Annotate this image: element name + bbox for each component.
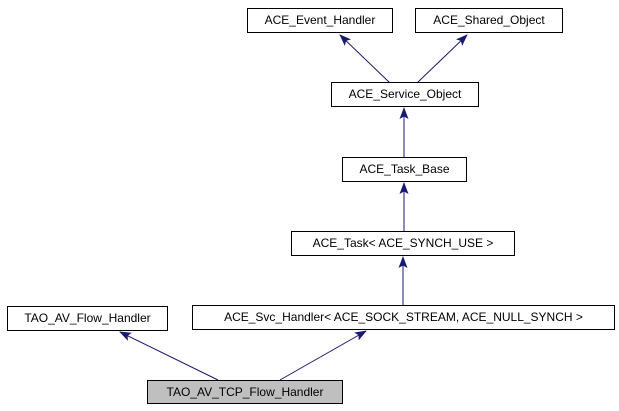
class-node-ace-svc-handler[interactable]: ACE_Svc_Handler< ACE_SOCK_STREAM, ACE_NU… (192, 305, 615, 330)
edge-tcp-to-flow-handler (119, 331, 219, 381)
class-node-ace-task-synch-use[interactable]: ACE_Task< ACE_SYNCH_USE > (291, 231, 515, 256)
edge-service-to-shared-object (416, 34, 468, 84)
class-node-ace-service-object[interactable]: ACE_Service_Object (331, 82, 479, 107)
class-node-tao-av-tcp-flow-handler-current: TAO_AV_TCP_Flow_Handler (147, 380, 343, 404)
edge-tcp-to-svchandler (279, 330, 367, 381)
class-node-tao-av-flow-handler[interactable]: TAO_AV_Flow_Handler (7, 306, 168, 331)
class-node-ace-event-handler[interactable]: ACE_Event_Handler (247, 8, 393, 33)
edge-service-to-event-handler (339, 34, 391, 84)
class-node-ace-task-base[interactable]: ACE_Task_Base (342, 157, 467, 182)
class-node-ace-shared-object[interactable]: ACE_Shared_Object (415, 8, 563, 33)
